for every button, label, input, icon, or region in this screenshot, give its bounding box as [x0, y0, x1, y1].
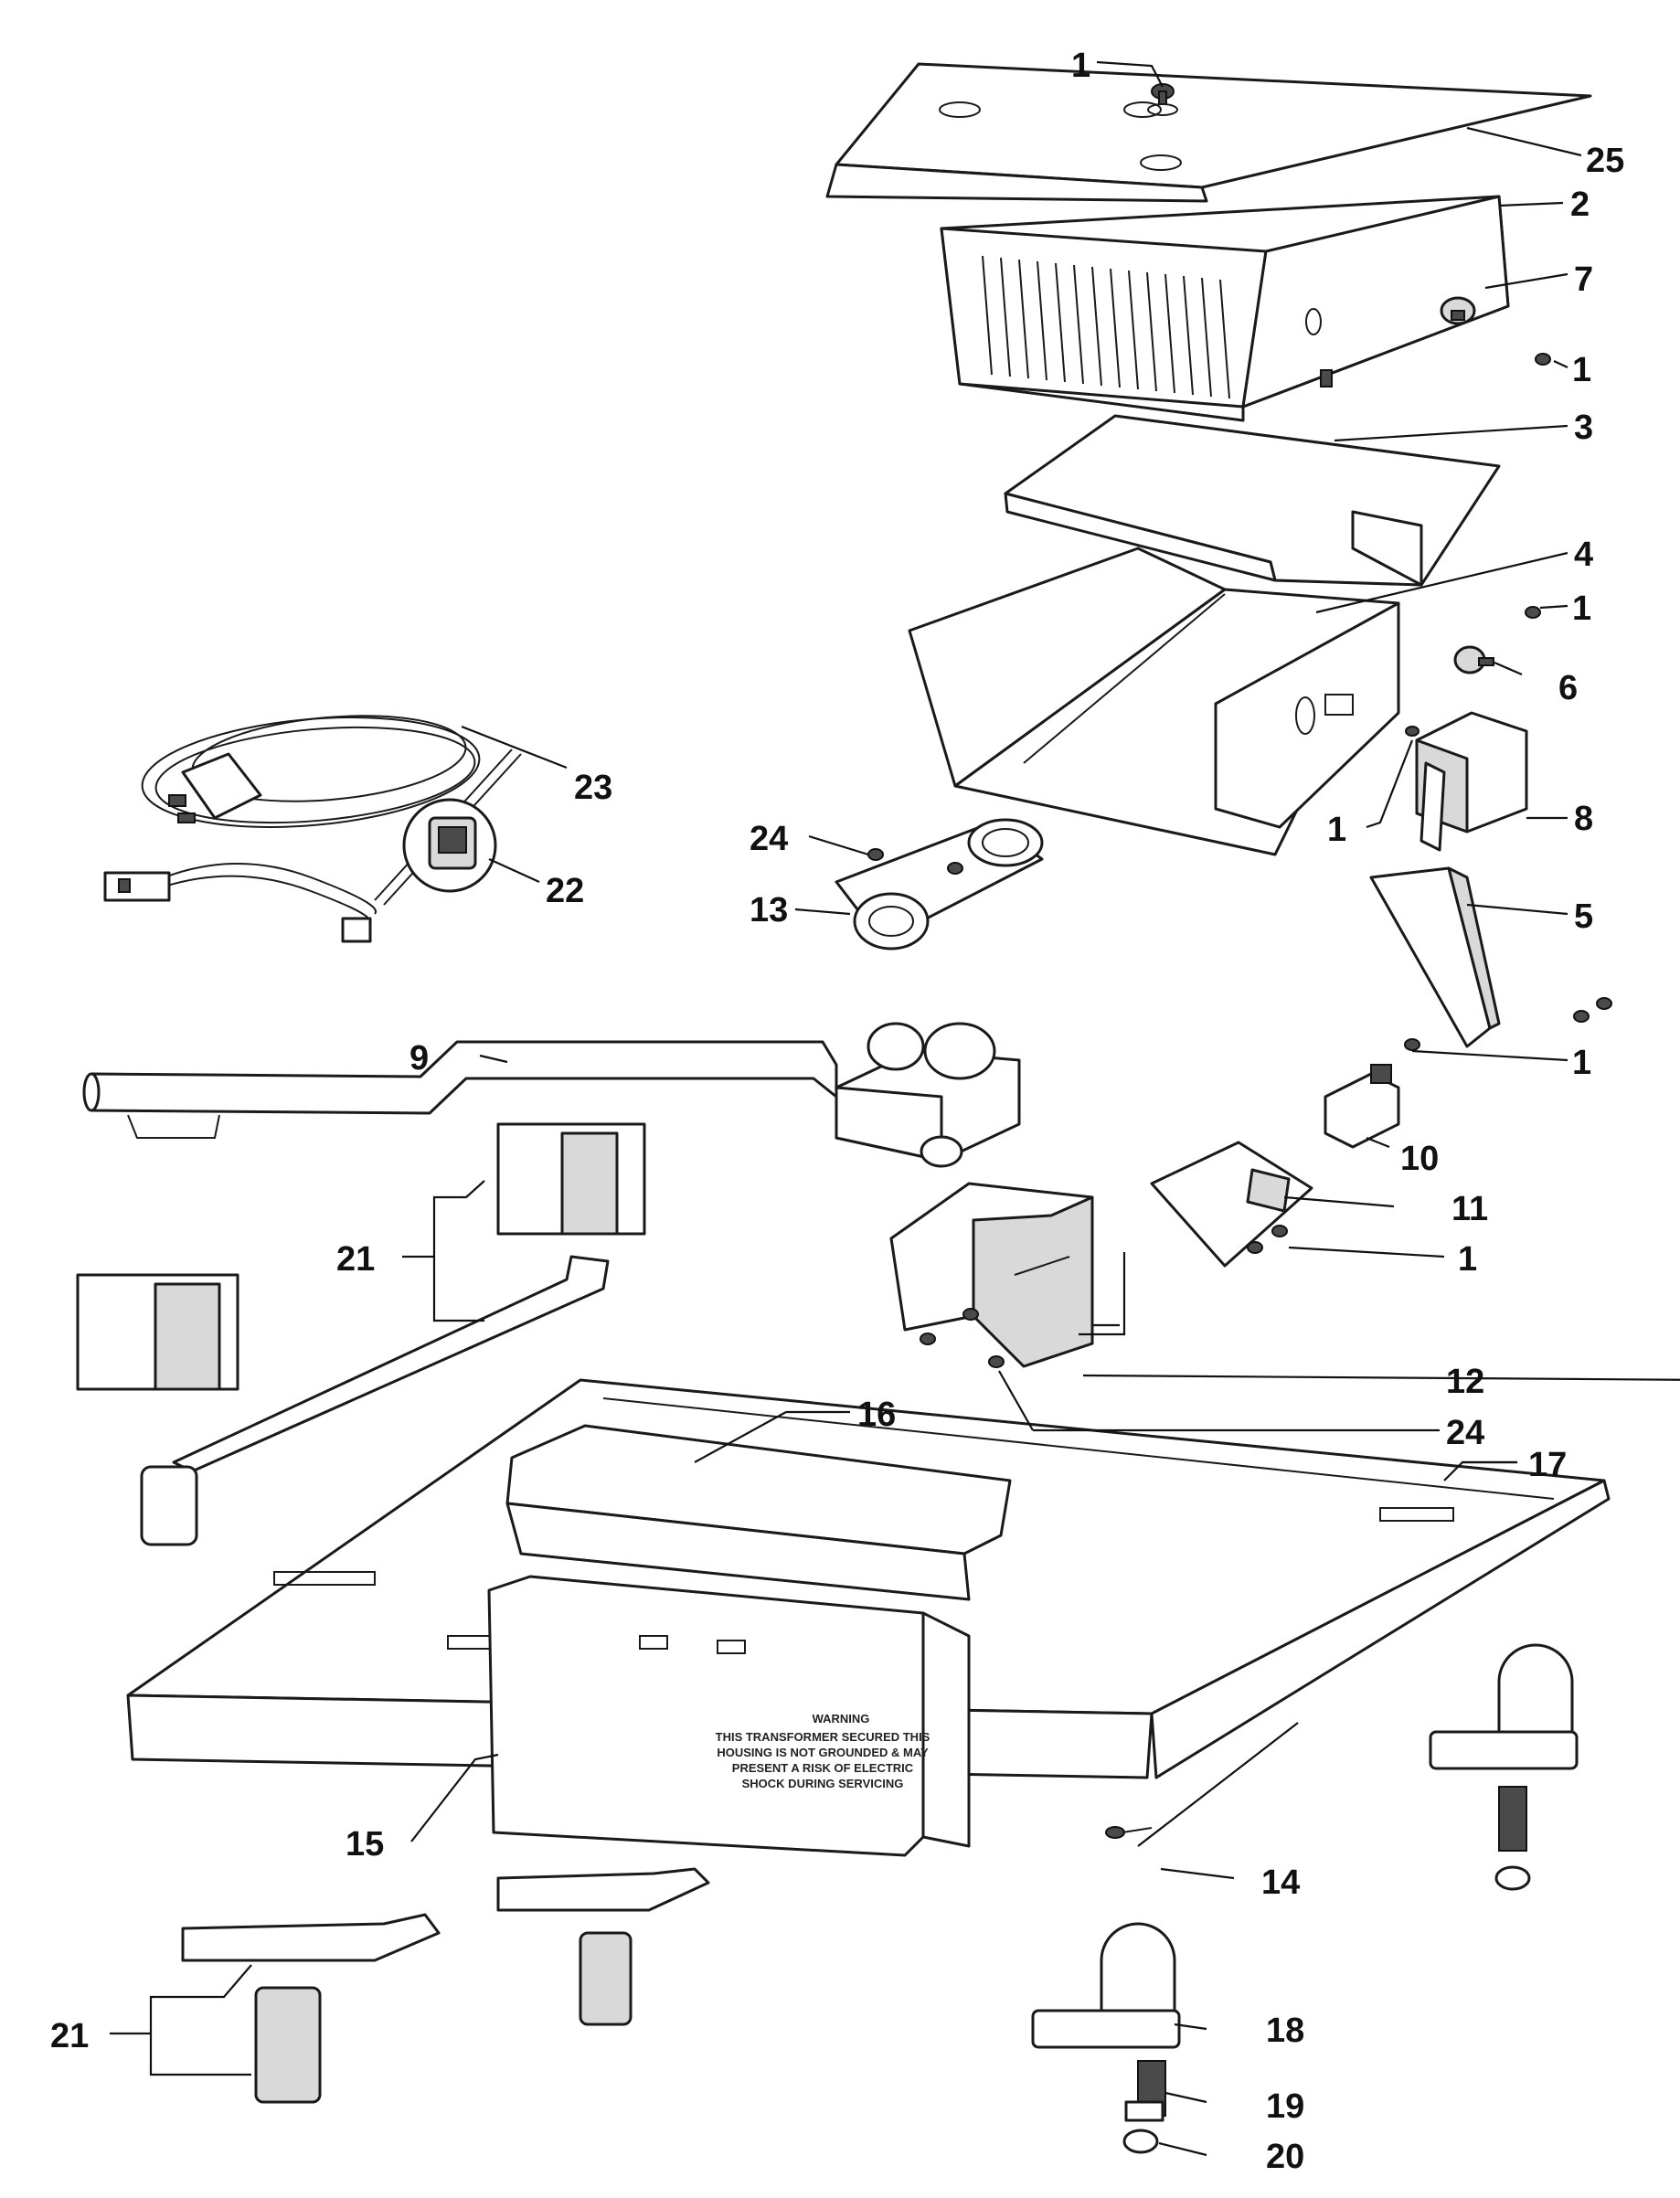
screw-icon [1247, 1225, 1288, 1254]
screw-icon [1404, 997, 1612, 1051]
transformer-warning-line: PRESENT A RISK OF ELECTRIC [732, 1761, 914, 1775]
callout-1: 1 [1572, 589, 1591, 628]
screw-icon [1105, 1826, 1153, 1839]
transformer-warning-heading: WARNING [813, 1712, 870, 1725]
callout-23: 23 [574, 769, 612, 807]
callout-3: 3 [1574, 409, 1593, 447]
callout-14: 14 [1261, 1864, 1300, 1902]
callout-17: 17 [1528, 1446, 1567, 1484]
part-22-strain-relief [402, 798, 497, 893]
callout-6: 6 [1558, 669, 1578, 707]
transformer-warning-line: SHOCK DURING SERVICING [742, 1777, 904, 1790]
callout-9: 9 [409, 1039, 429, 1078]
callout-2: 2 [1570, 186, 1590, 224]
callout-13: 13 [750, 891, 788, 929]
callout-25: 25 [1586, 142, 1624, 180]
screw-icon [920, 1308, 1005, 1368]
part-11-switch-bracket [1150, 1141, 1313, 1268]
part-3-heater-cover [1004, 414, 1501, 587]
callout-21: 21 [50, 2017, 89, 2055]
callout-21: 21 [336, 1240, 375, 1279]
part-13-element-holder [835, 818, 1044, 950]
callout-18: 18 [1266, 2012, 1304, 2050]
part-2-vent-housing [940, 195, 1510, 422]
callout-10: 10 [1400, 1140, 1439, 1178]
screw-icon [867, 848, 963, 875]
callout-24: 24 [1446, 1414, 1484, 1452]
part-4-heater-shroud [908, 547, 1400, 856]
callout-7: 7 [1574, 260, 1593, 299]
leader-lines [110, 60, 1680, 2157]
callout-20: 20 [1266, 2138, 1304, 2176]
transformer-warning-line: THIS TRANSFORMER SECURED THIS [716, 1730, 930, 1744]
part-21-latch-bracket-left [181, 1913, 441, 2104]
part-23-power-cord [103, 715, 522, 943]
callout-16: 16 [857, 1396, 896, 1434]
callout-24: 24 [750, 820, 788, 858]
callout-1: 1 [1458, 1240, 1477, 1279]
part-21-latch-bracket-center [496, 1867, 710, 2026]
part-16-control-box [505, 1424, 1012, 1601]
part-8-relay [1415, 711, 1528, 852]
leveling-foot-right [1429, 1643, 1579, 1891]
callout-5: 5 [1574, 897, 1593, 936]
screw-icon [1525, 606, 1541, 619]
callout-1: 1 [1572, 1044, 1591, 1082]
callout-1: 1 [1572, 351, 1591, 389]
screw-icon [1147, 83, 1178, 116]
callout-12: 12 [1446, 1363, 1484, 1401]
callout-1: 1 [1327, 811, 1346, 849]
screw-icon [1405, 726, 1419, 737]
part-5-bracket [1369, 866, 1501, 1048]
callout-22: 22 [546, 872, 584, 910]
part-10-switch [1324, 1064, 1400, 1149]
part-6-thermal-fuse [1453, 645, 1494, 674]
transformer-warning-line: HOUSING IS NOT GROUNDED & MAY [717, 1746, 929, 1759]
part-7-thermostat [1440, 296, 1476, 325]
callout-1: 1 [1071, 47, 1090, 85]
callout-4: 4 [1574, 536, 1593, 574]
callout-8: 8 [1574, 800, 1593, 838]
part-20-foot-pad [1122, 2129, 1159, 2154]
part-19-leveling-screw [1124, 2060, 1166, 2122]
callout-19: 19 [1266, 2087, 1304, 2126]
callout-15: 15 [346, 1825, 384, 1864]
part-15-transformer-box: WARNING THIS TRANSFORMER SECURED THIS HO… [487, 1575, 971, 1857]
callout-labels: 1 25 2 7 1 3 4 1 6 23 22 24 13 1 8 5 9 1… [50, 47, 1624, 2176]
screw-icon [1535, 353, 1551, 366]
part-18-leveling-foot [1031, 1922, 1181, 2049]
part-21-door-latch-clips [76, 1122, 646, 1546]
part-25-top-cover [825, 62, 1592, 203]
callout-11: 11 [1451, 1190, 1488, 1228]
part-9-fill-tube-and-valve [82, 1022, 1021, 1168]
